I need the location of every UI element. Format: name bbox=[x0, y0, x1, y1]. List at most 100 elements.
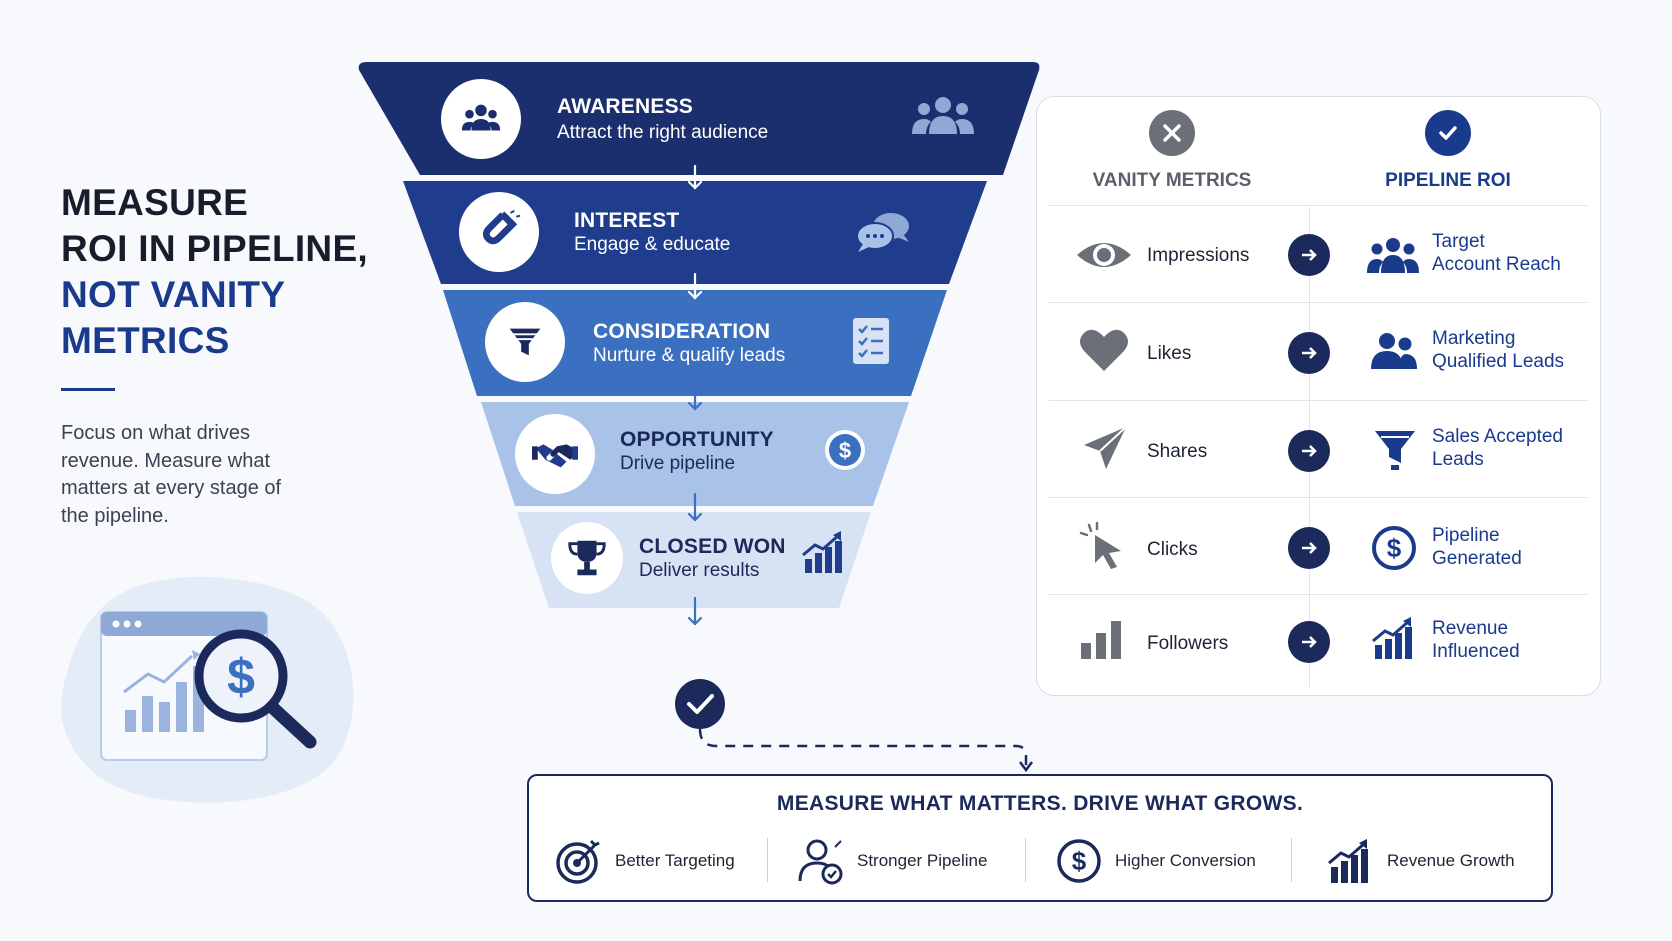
stage-title-opportunity: OPPORTUNITY bbox=[620, 428, 774, 451]
pipeline-label-line-2: Account Reach bbox=[1432, 254, 1561, 275]
stage-title-consideration: CONSIDERATION bbox=[593, 320, 771, 343]
headline-line-4: METRICS bbox=[61, 320, 230, 361]
arrow-right-icon bbox=[1288, 234, 1330, 276]
svg-text:$: $ bbox=[227, 649, 255, 705]
stage-subtitle-opportunity: Drive pipeline bbox=[620, 453, 736, 474]
connector-arrow-1 bbox=[687, 164, 703, 190]
vanity-metrics-header: VANITY METRICS bbox=[1092, 170, 1252, 191]
handshake-icon bbox=[532, 444, 578, 468]
svg-text:$: $ bbox=[839, 438, 851, 463]
metrics-comparison-panel: VANITY METRICS PIPELINE ROI Impressions … bbox=[1036, 96, 1601, 696]
paper-plane-icon bbox=[1084, 426, 1127, 469]
user-check-icon bbox=[798, 839, 843, 885]
connector-arrow-2 bbox=[687, 272, 703, 300]
vanity-label: Impressions bbox=[1147, 245, 1250, 266]
marketing-funnel: AWARENESS Attract the right audience INT… bbox=[355, 62, 1045, 662]
benefit-better-targeting: Better Targeting bbox=[555, 836, 735, 886]
close-icon bbox=[1149, 110, 1195, 156]
funnel-band-consideration bbox=[443, 290, 947, 396]
people-icon bbox=[461, 104, 501, 131]
bar-chart-icon bbox=[1081, 621, 1121, 659]
check-icon bbox=[1425, 110, 1471, 156]
funnel-band-opportunity bbox=[481, 402, 909, 506]
chat-bubbles-icon bbox=[856, 213, 909, 252]
connector-arrow-3 bbox=[687, 382, 703, 411]
pipeline-label-line-1: Sales Accepted bbox=[1432, 426, 1563, 447]
benefit-label: Stronger Pipeline bbox=[857, 851, 988, 870]
users-icon bbox=[1371, 333, 1417, 369]
opportunity-icon-badge bbox=[515, 414, 595, 494]
vanity-label: Likes bbox=[1147, 343, 1192, 364]
pipeline-label-line-1: Revenue bbox=[1432, 618, 1509, 639]
funnel-icon bbox=[1375, 431, 1415, 470]
benefit-separator bbox=[1025, 838, 1026, 882]
consideration-icon-badge bbox=[485, 302, 565, 382]
benefit-label: Higher Conversion bbox=[1115, 851, 1256, 870]
stage-subtitle-consideration: Nurture & qualify leads bbox=[593, 345, 786, 366]
headline-line-2: ROI IN PIPELINE, bbox=[61, 228, 369, 269]
funnel-band-interest bbox=[403, 181, 987, 284]
intro-text: Focus on what drives revenue. Measure wh… bbox=[61, 422, 282, 527]
headline-line-1: MEASURE bbox=[61, 182, 249, 223]
benefit-higher-conversion: $ Higher Conversion bbox=[1055, 836, 1256, 886]
stage-title-awareness: AWARENESS bbox=[557, 95, 693, 118]
headline: MEASURE ROI IN PIPELINE, NOT VANITY METR… bbox=[61, 180, 391, 364]
connector-arrow-4 bbox=[687, 492, 703, 522]
target-icon bbox=[556, 839, 600, 884]
pipeline-label-line-1: Target bbox=[1432, 231, 1485, 252]
interest-icon-badge bbox=[459, 192, 539, 272]
eye-icon bbox=[1077, 243, 1131, 267]
bottom-title: MEASURE WHAT MATTERS. DRIVE WHAT GROWS. bbox=[776, 792, 1304, 815]
result-connector bbox=[675, 679, 1033, 773]
row-divider bbox=[1049, 400, 1588, 401]
dollar-icon: $ bbox=[1057, 839, 1101, 883]
growth-chart-icon bbox=[1372, 617, 1412, 659]
benefit-revenue-growth: Revenue Growth bbox=[1327, 836, 1515, 886]
row-divider bbox=[1049, 497, 1588, 498]
funnel-icon bbox=[509, 328, 541, 356]
stage-subtitle-closed-won: Deliver results bbox=[639, 560, 760, 581]
pipeline-label-line-2: Generated bbox=[1432, 548, 1522, 569]
arrow-right-icon bbox=[1288, 332, 1330, 374]
stage-subtitle-interest: Engage & educate bbox=[574, 234, 731, 255]
svg-text:$: $ bbox=[1387, 533, 1402, 563]
vanity-label: Shares bbox=[1147, 441, 1208, 462]
dollar-icon: $ bbox=[1372, 526, 1416, 570]
people-icon bbox=[1367, 238, 1419, 273]
arrow-right-icon bbox=[1288, 430, 1330, 472]
magnet-icon bbox=[482, 210, 521, 245]
result-check-icon bbox=[675, 679, 725, 729]
benefit-separator bbox=[1291, 838, 1292, 882]
funnel-band-awareness bbox=[358, 62, 1040, 175]
pipeline-label-line-1: Marketing bbox=[1432, 328, 1516, 349]
heart-icon bbox=[1080, 329, 1128, 371]
stage-title-interest: INTEREST bbox=[574, 209, 680, 232]
checklist-icon bbox=[853, 318, 889, 364]
pipeline-label-line-2: Leads bbox=[1432, 449, 1484, 470]
pipeline-label-line-1: Pipeline bbox=[1432, 525, 1500, 546]
cursor-click-icon bbox=[1079, 521, 1121, 569]
vanity-label: Clicks bbox=[1147, 539, 1198, 560]
pipeline-label-line-2: Qualified Leads bbox=[1432, 351, 1565, 372]
growth-chart-icon bbox=[1328, 839, 1368, 883]
awareness-icon-badge bbox=[441, 79, 521, 159]
analytics-illustration: $ bbox=[60, 570, 360, 810]
benefit-label: Better Targeting bbox=[615, 851, 735, 870]
arrow-right-icon bbox=[1288, 527, 1330, 569]
measure-what-matters-box: MEASURE WHAT MATTERS. DRIVE WHAT GROWS. … bbox=[527, 774, 1553, 902]
row-divider bbox=[1049, 302, 1588, 303]
dollar-icon: $ bbox=[825, 430, 865, 470]
headline-divider bbox=[61, 388, 115, 391]
pipeline-label-line-2: Influenced bbox=[1432, 641, 1520, 662]
header-divider bbox=[1049, 205, 1588, 206]
audience-icon bbox=[912, 97, 974, 134]
magnifier-dollar-icon: $ bbox=[194, 629, 317, 749]
trophy-icon bbox=[568, 540, 606, 576]
row-divider bbox=[1049, 594, 1588, 595]
benefit-stronger-pipeline: Stronger Pipeline bbox=[797, 836, 987, 886]
